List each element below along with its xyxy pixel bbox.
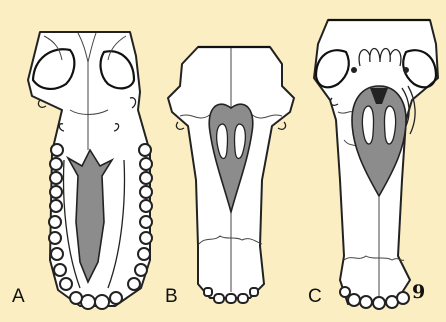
- skull-a-tooth: [81, 295, 95, 309]
- skull-a-tooth: [50, 172, 62, 184]
- skull-a-tooth: [49, 232, 61, 244]
- skull-c-tooth: [373, 297, 385, 309]
- skull-b-tooth: [204, 288, 212, 296]
- skull-c-left-foramen: [351, 67, 357, 73]
- skull-b-left-notch: [176, 122, 184, 129]
- skull-a: [28, 32, 152, 309]
- skull-a-tooth: [50, 200, 62, 212]
- skull-c-right-foramen: [403, 67, 409, 73]
- skull-a-tooth: [51, 144, 63, 156]
- skull-c: [314, 20, 438, 309]
- skull-a-tooth: [54, 264, 66, 276]
- skull-a-tooth: [110, 292, 122, 304]
- skull-a-tooth: [51, 248, 63, 260]
- skull-a-tooth: [140, 158, 152, 170]
- skull-c-left-naris: [362, 106, 373, 144]
- skull-b-tooth: [250, 288, 258, 296]
- skull-a-tooth: [70, 292, 82, 304]
- skull-c-tooth: [348, 294, 360, 306]
- skull-a-tooth: [140, 200, 152, 212]
- skull-c-tooth: [360, 296, 372, 308]
- skull-a-tooth: [139, 144, 151, 156]
- skull-b: [168, 47, 294, 303]
- figure-number: 9: [412, 281, 425, 303]
- skull-a-tooth: [50, 186, 62, 198]
- skull-a-tooth: [95, 295, 109, 309]
- skull-c-tooth: [340, 287, 350, 297]
- panel-label-b: B: [165, 286, 178, 308]
- skull-a-tooth: [140, 216, 152, 228]
- skull-a-tooth: [60, 278, 72, 290]
- skull-c-tooth: [397, 292, 409, 304]
- skull-a-tooth: [49, 216, 61, 228]
- panel-label-a: A: [12, 286, 25, 308]
- panel-label-c: C: [308, 286, 322, 308]
- skull-a-tooth: [50, 158, 62, 170]
- skull-a-tooth: [135, 264, 147, 276]
- skull-b-tooth: [214, 294, 224, 303]
- skull-a-tooth: [140, 186, 152, 198]
- skull-c-right-naris: [384, 106, 395, 144]
- skull-b-tooth: [226, 294, 236, 303]
- skull-a-tooth: [140, 232, 152, 244]
- skull-a-tooth: [128, 278, 140, 290]
- skull-b-tooth: [238, 294, 248, 303]
- skull-b-right-notch: [278, 122, 286, 129]
- skull-a-tooth: [140, 172, 152, 184]
- skull-a-tooth: [138, 248, 150, 260]
